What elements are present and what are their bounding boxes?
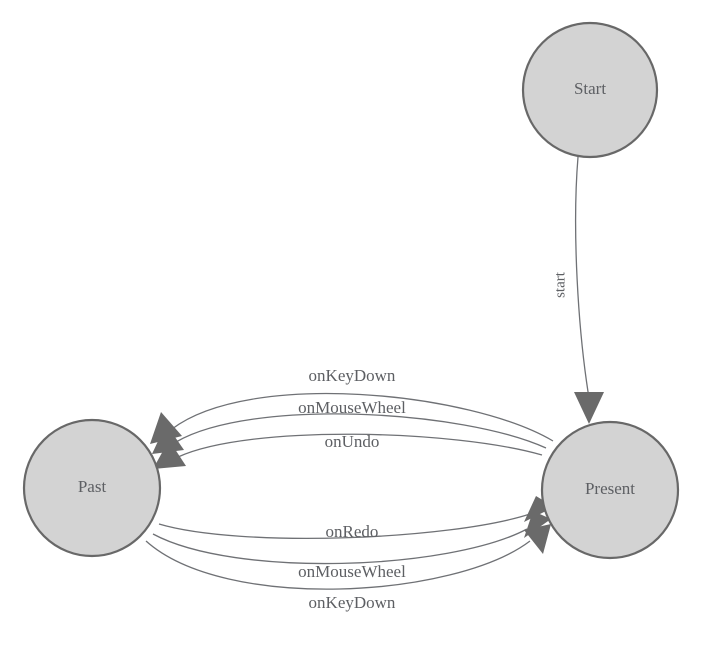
edge-path-past-to-present-redo[interactable] (158, 513, 531, 539)
node-start-circle[interactable] (521, 21, 659, 159)
edge-path-past-to-present-wheel[interactable] (152, 528, 528, 565)
edge-present-to-past-wheel[interactable]: onMouseWheel (152, 398, 547, 454)
node-layer: Start Past Present (22, 21, 680, 560)
node-past[interactable]: Past (22, 418, 162, 558)
edge-start-to-present[interactable]: start (552, 156, 604, 424)
edge-label-past-to-present-wheel: onMouseWheel (298, 562, 406, 581)
edge-past-to-present-keydown[interactable]: onKeyDown (145, 524, 551, 612)
node-present-circle[interactable] (540, 420, 680, 560)
arrowhead-present-to-past-wheel (152, 424, 184, 454)
arrowhead-start-to-present (574, 392, 604, 424)
edge-label-past-to-present-keydown: onKeyDown (309, 593, 396, 612)
node-start-label: Start (574, 79, 606, 98)
edge-label-present-to-past-undo: onUndo (325, 432, 380, 451)
node-past-circle[interactable] (22, 418, 162, 558)
arrowhead-past-to-present-keydown (524, 524, 551, 554)
node-start[interactable]: Start (521, 21, 659, 159)
edge-label-present-to-past-wheel: onMouseWheel (298, 398, 406, 417)
edge-path-past-to-present-keydown[interactable] (145, 540, 531, 590)
edge-label-start: start (552, 271, 568, 298)
arrowhead-present-to-past-undo (153, 440, 186, 469)
edge-layer: start onKeyDown onMouseWheel onUndo (145, 156, 604, 612)
edge-past-to-present-redo[interactable]: onRedo (158, 496, 554, 541)
node-present-label: Present (585, 479, 635, 498)
node-present[interactable]: Present (540, 420, 680, 560)
edge-path-present-to-past-wheel[interactable] (175, 413, 547, 449)
node-past-label: Past (78, 477, 107, 496)
edge-path-present-to-past-keydown[interactable] (171, 392, 554, 442)
edge-path-start-to-present[interactable] (574, 156, 590, 399)
edge-path-present-to-past-undo[interactable] (177, 433, 543, 458)
edge-present-to-past-undo[interactable]: onUndo (153, 432, 543, 469)
edge-label-present-to-past-keydown: onKeyDown (309, 366, 396, 385)
edge-label-past-to-present-redo: onRedo (326, 522, 379, 541)
